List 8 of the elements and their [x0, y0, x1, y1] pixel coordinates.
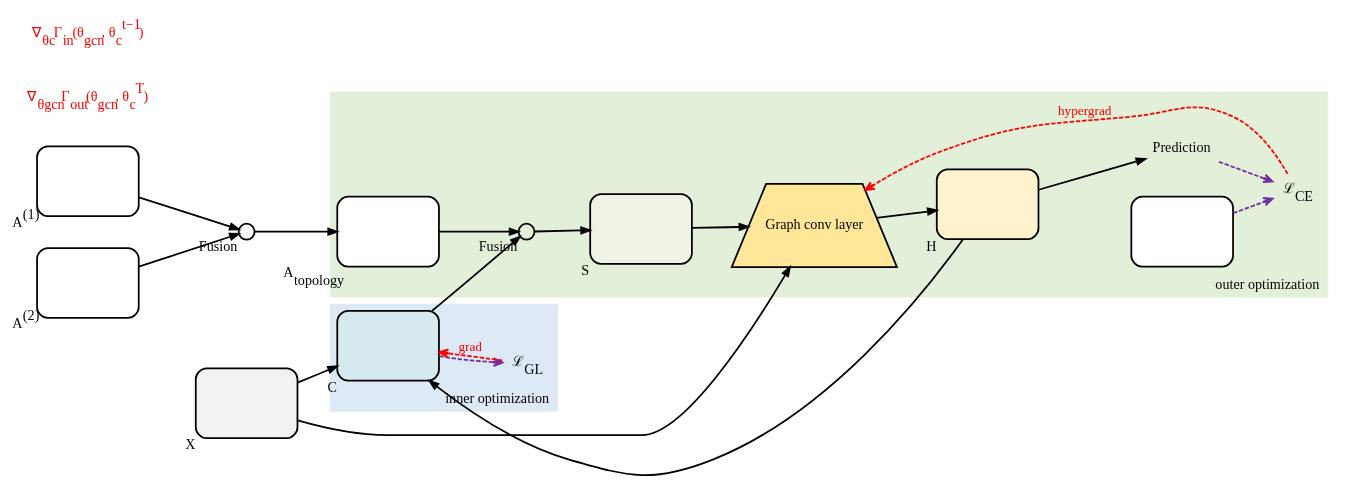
node-label: Fusion: [198, 237, 238, 254]
node-label: X: [185, 436, 196, 453]
node-label: H: [926, 237, 937, 254]
node-label: C: [327, 379, 337, 395]
node-text: Prediction: [1152, 138, 1211, 155]
edge-label: grad: [458, 339, 482, 355]
edge-label: hypergrad: [1057, 102, 1112, 118]
node-label: S: [581, 262, 590, 279]
